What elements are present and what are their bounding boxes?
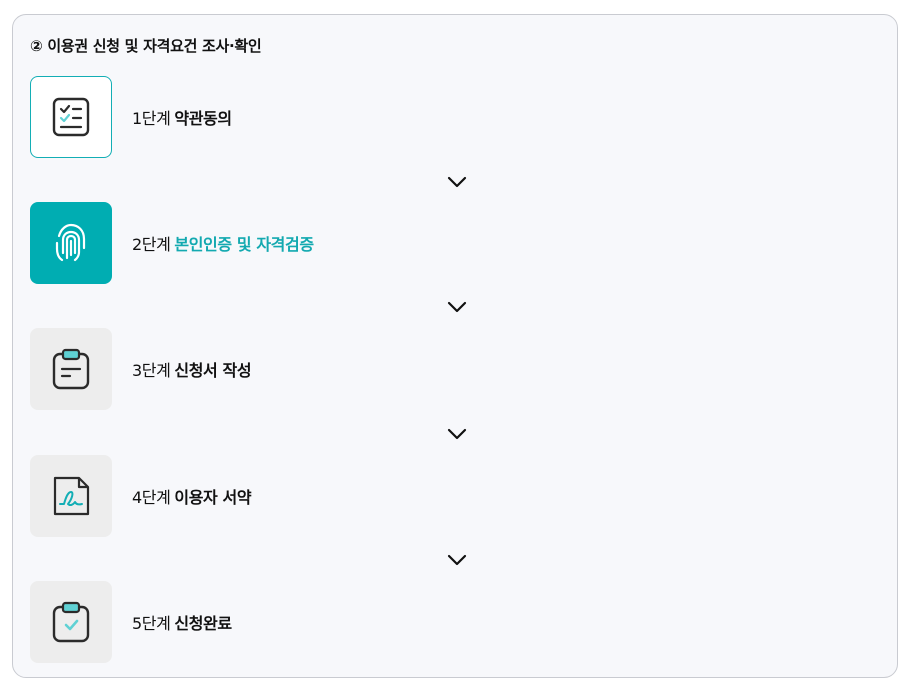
- step-5-icon-box: [30, 581, 112, 663]
- chevron-down-icon: [447, 301, 467, 313]
- step-1-prefix: 1단계: [132, 109, 171, 128]
- step-2-name: 본인인증 및 자격검증: [174, 235, 314, 254]
- step-5-name: 신청완료: [174, 614, 232, 633]
- chevron-down-icon: [447, 554, 467, 566]
- step-5-prefix: 5단계: [132, 614, 171, 633]
- chevron-down-icon: [447, 176, 467, 188]
- step-4-prefix: 4단계: [132, 488, 171, 507]
- step-1-name: 약관동의: [174, 109, 232, 128]
- step-4-icon-box: [30, 455, 112, 537]
- section-title: ② 이용권 신청 및 자격요건 조사·확인: [30, 37, 262, 55]
- clipboard-check-icon: [52, 601, 90, 643]
- step-3-icon-box: [30, 328, 112, 410]
- fingerprint-icon: [55, 223, 86, 262]
- chevron-down-icon: [447, 428, 467, 440]
- step-2-icon-box: [30, 202, 112, 284]
- step-3-prefix: 3단계: [132, 361, 171, 380]
- signed-document-icon: [53, 476, 90, 516]
- step-4-name: 이용자 서약: [174, 488, 252, 507]
- step-3-name: 신청서 작성: [174, 361, 252, 380]
- step-2-prefix: 2단계: [132, 235, 171, 254]
- clipboard-form-icon: [52, 348, 90, 390]
- step-1-icon-box: [30, 76, 112, 158]
- checklist-icon: [52, 97, 90, 137]
